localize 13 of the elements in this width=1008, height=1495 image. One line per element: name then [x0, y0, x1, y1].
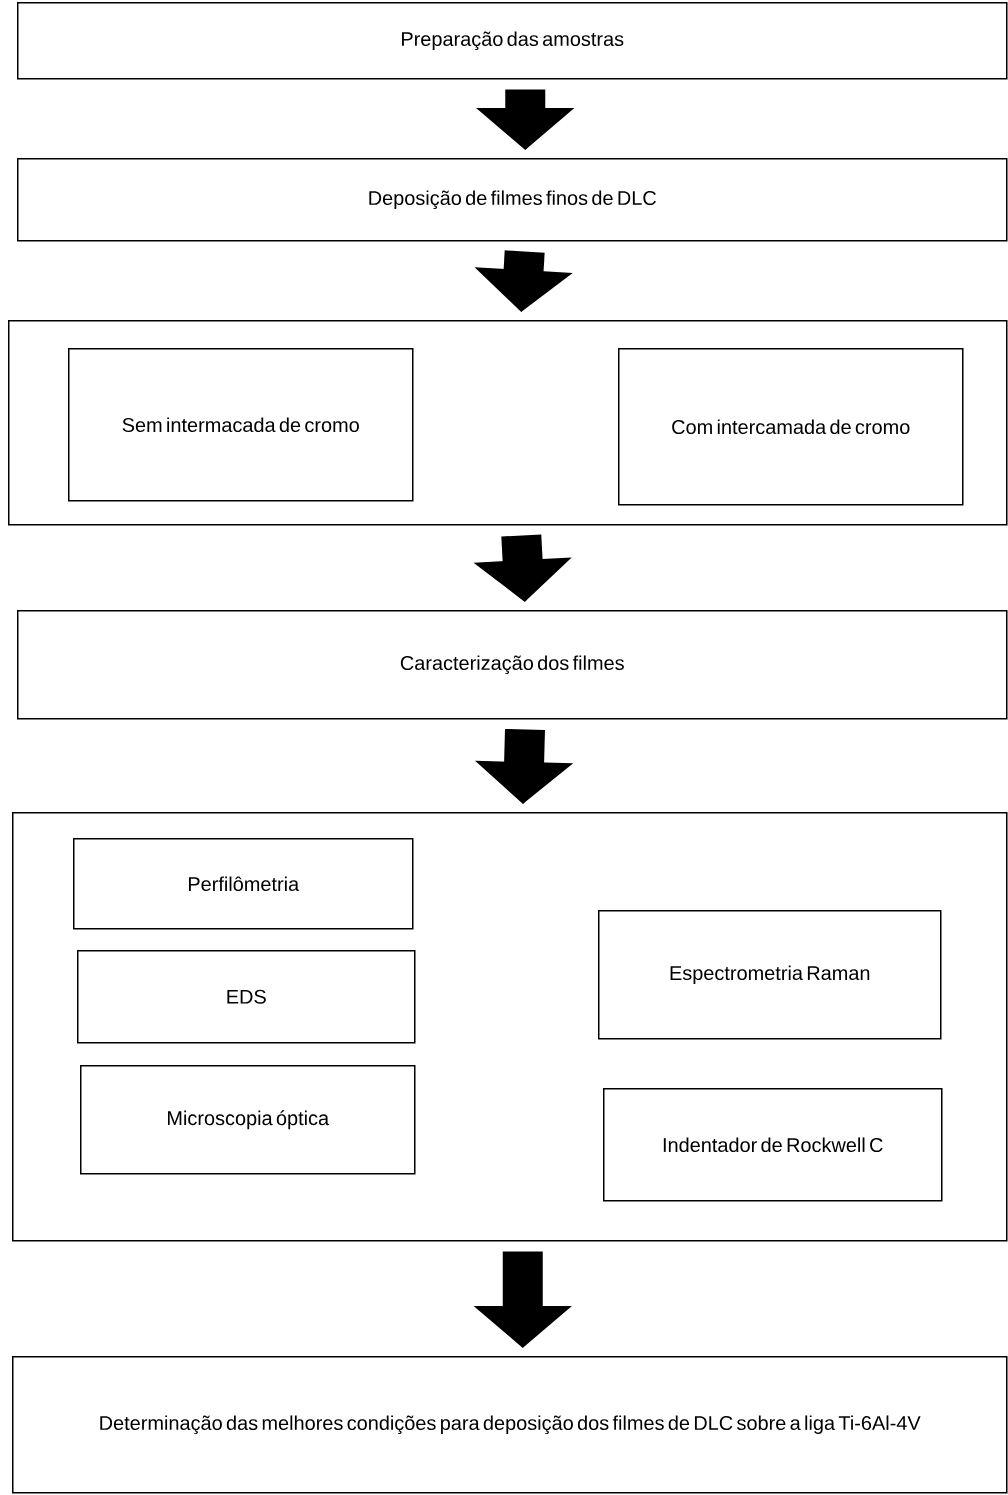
process-box: Espectrometria Raman: [598, 910, 942, 1040]
process-box: Determinação das melhores condições para deposição dos filmes de DLC sobre a liga Ti-6Al-4V: [12, 1356, 1008, 1494]
group-box: [12, 812, 1008, 1242]
process-box: EDS: [77, 950, 416, 1044]
process-box: Caracterização dos filmes: [17, 610, 1008, 720]
group-box: [8, 320, 1008, 526]
process-box: Deposição de filmes finos de DLC: [17, 158, 1008, 242]
process-box: Sem intermacada de cromo: [68, 348, 414, 502]
process-box: Perfilômetria: [73, 838, 414, 930]
process-box: Microscopia óptica: [80, 1065, 416, 1175]
process-box: Indentador de Rockwell C: [603, 1088, 943, 1202]
process-box: Com intercamada de cromo: [618, 348, 964, 506]
process-box: Preparação das amostras: [17, 2, 1008, 80]
